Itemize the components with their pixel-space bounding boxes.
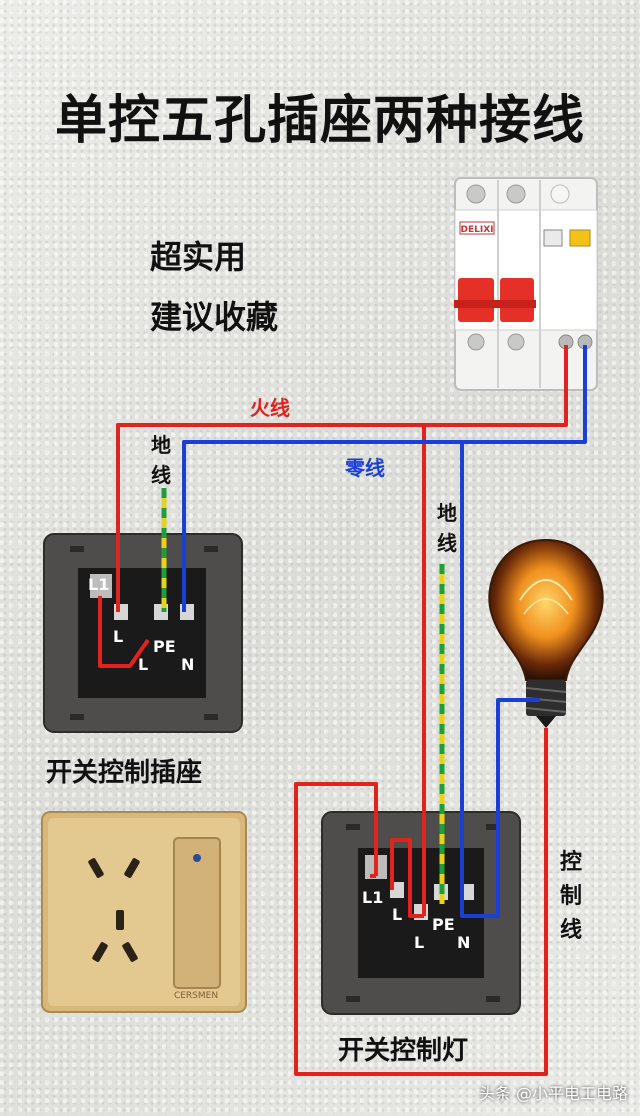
subtitle-line-2: 建议收藏 <box>150 298 279 336</box>
breaker-brand: DELIXI <box>461 225 494 235</box>
subtitle-line-1: 超实用 <box>150 238 247 276</box>
socket-bottom-caption: 开关控制灯 <box>338 1036 469 1066</box>
control-wire-label: 控制线 <box>560 850 583 943</box>
socket-top-terminal-l1: L1 <box>88 575 109 594</box>
panel-brand: CERSMEN <box>174 991 218 1001</box>
live-wire-label: 火线 <box>250 396 290 420</box>
circuit-breaker: DELIXI <box>454 177 598 391</box>
socket-top-terminal-l-bottom: L <box>138 655 148 674</box>
control-wire <box>294 728 548 1076</box>
neutral-wire-main <box>182 345 587 612</box>
socket-top-terminal-pe: PE <box>153 637 176 656</box>
live-jumper-top <box>98 596 150 668</box>
socket-top-caption: 开关控制插座 <box>46 758 203 788</box>
socket-bottom-terminal-l: L <box>392 905 402 924</box>
socket-top-terminal-n: N <box>181 655 194 674</box>
ground-wire-label-top: 地线 <box>151 433 171 487</box>
socket-top-panel: L1 L PE L N <box>43 533 243 733</box>
live-wire-main <box>116 345 568 612</box>
socket-bottom-terminal-n: N <box>457 933 470 952</box>
live-jumper-bottom-1 <box>390 838 424 918</box>
gold-socket-panel: CERSMEN <box>41 811 247 1013</box>
socket-bottom-terminal-pe: PE <box>432 915 455 934</box>
socket-bottom-terminal-l-bottom: L <box>414 933 424 952</box>
watermark: 头条 @小平电工电路 <box>478 1084 628 1103</box>
socket-bottom-terminal-l1: L1 <box>362 888 383 907</box>
socket-top-terminal-l: L <box>113 627 123 646</box>
ground-wire-label-mid: 地线 <box>437 501 457 555</box>
light-bulb <box>488 538 604 728</box>
neutral-wire-label: 零线 <box>345 456 385 480</box>
neutral-wire-branch <box>460 442 540 918</box>
page-title: 单控五孔插座两种接线 <box>54 91 585 151</box>
